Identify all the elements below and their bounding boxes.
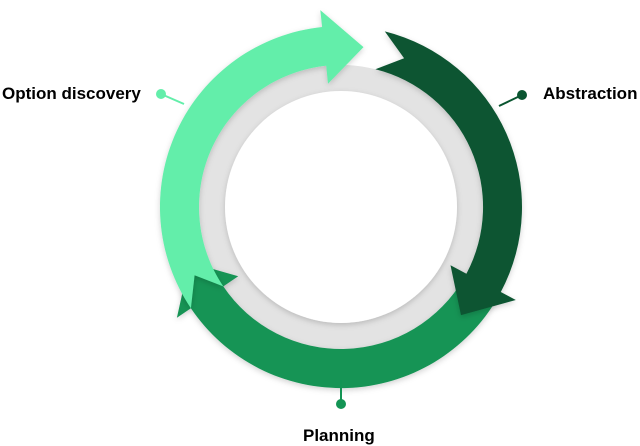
option-discovery-connector	[156, 89, 185, 105]
planning-label: Planning	[303, 426, 375, 445]
abstraction-connector	[498, 90, 527, 107]
option-discovery-arrow	[159, 10, 364, 309]
option-discovery-label: Option discovery	[2, 84, 141, 103]
abstraction-arrow	[375, 31, 522, 316]
abstraction-label: Abstraction	[543, 84, 638, 103]
planning-arrow	[176, 262, 498, 389]
planning-connector	[336, 380, 346, 409]
inner-disc	[225, 91, 457, 323]
